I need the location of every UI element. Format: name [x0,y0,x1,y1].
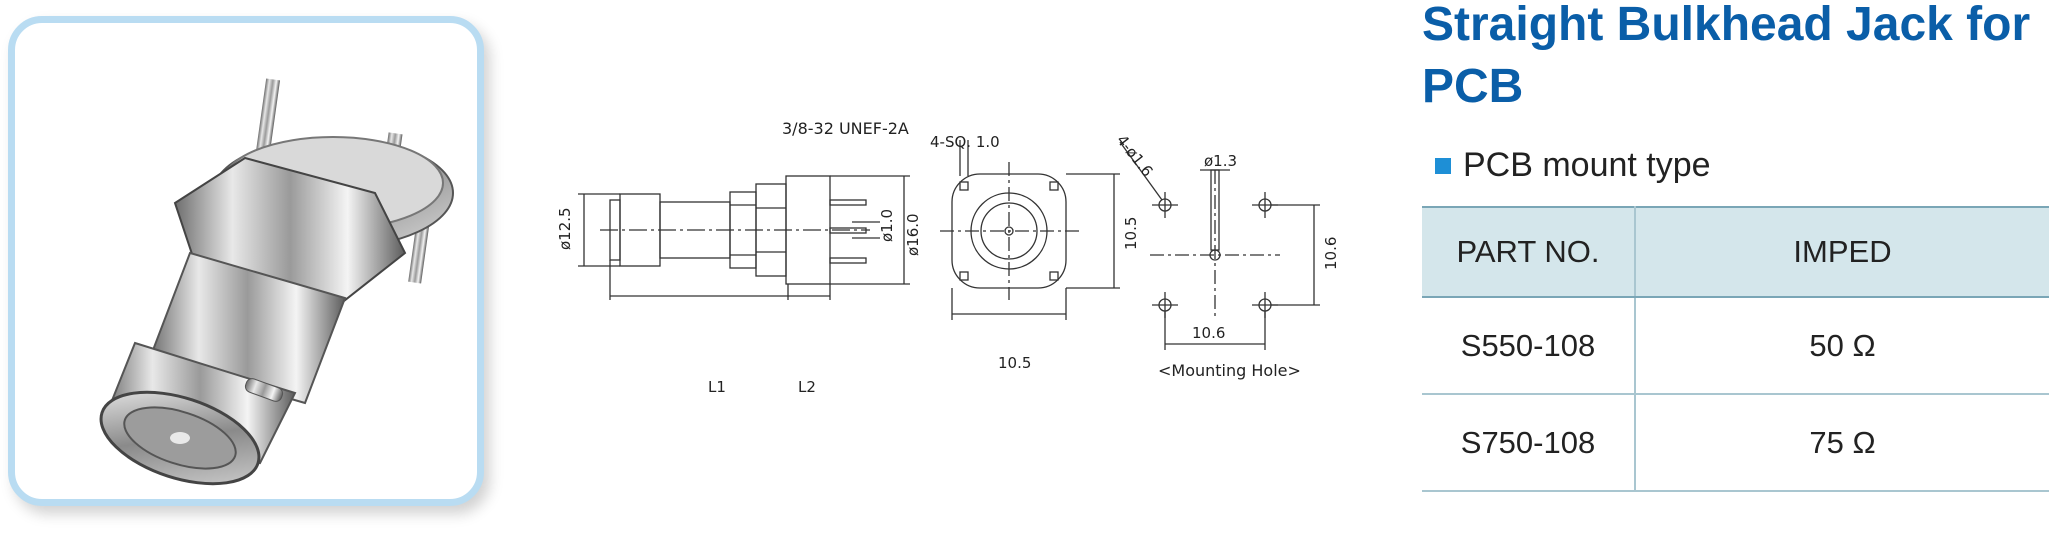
square-bullet-icon [1435,157,1451,174]
dim-d1-0: ø1.0 [878,209,896,242]
dim-mount-width: 10.6 [1192,324,1225,342]
dim-center-hole: ø1.3 [1204,152,1237,170]
dim-4-holes: 4-ø1.6 [1113,131,1157,180]
mounting-hole-label: <Mounting Hole> [1158,361,1301,380]
dim-mount-height: 10.6 [1322,237,1340,270]
spec-table: PART NO. IMPED S550-108 50 Ω S750-108 75… [1422,206,2049,492]
section-title: PCB mount type [1463,146,1711,184]
table-row: S550-108 50 Ω [1422,297,2049,395]
dim-front-width: 10.5 [998,354,1031,372]
table-row: S750-108 75 Ω [1422,394,2049,492]
column-header-part-no: PART NO. [1422,206,1636,298]
cell-part-no: S550-108 [1422,297,1636,395]
cell-part-no: S750-108 [1422,394,1636,492]
dim-4-sq: 4-SQ. 1.0 [930,133,1000,151]
technical-drawing: 3/8-32 UNEF-2A ø12.5 ø1.0 ø16.0 L1 L2 4-… [556,119,1340,396]
dim-l1: L1 [708,378,726,396]
cell-imped: 50 Ω [1635,297,2049,395]
thread-label: 3/8-32 UNEF-2A [782,119,909,138]
cell-imped: 75 Ω [1635,394,2049,492]
dim-d12-5: ø12.5 [556,207,574,250]
section-heading: PCB mount type [1435,146,1711,185]
dim-front-height: 10.5 [1122,217,1140,250]
page-title: Straight Bulkhead Jack for PCB [1422,0,2031,113]
table-header-row: PART NO. IMPED [1422,206,2049,298]
dim-l2: L2 [798,378,816,396]
product-photo [99,78,454,486]
column-header-imped: IMPED [1635,206,2049,298]
dim-d16-0: ø16.0 [904,213,922,256]
product-photo-card [8,16,484,506]
